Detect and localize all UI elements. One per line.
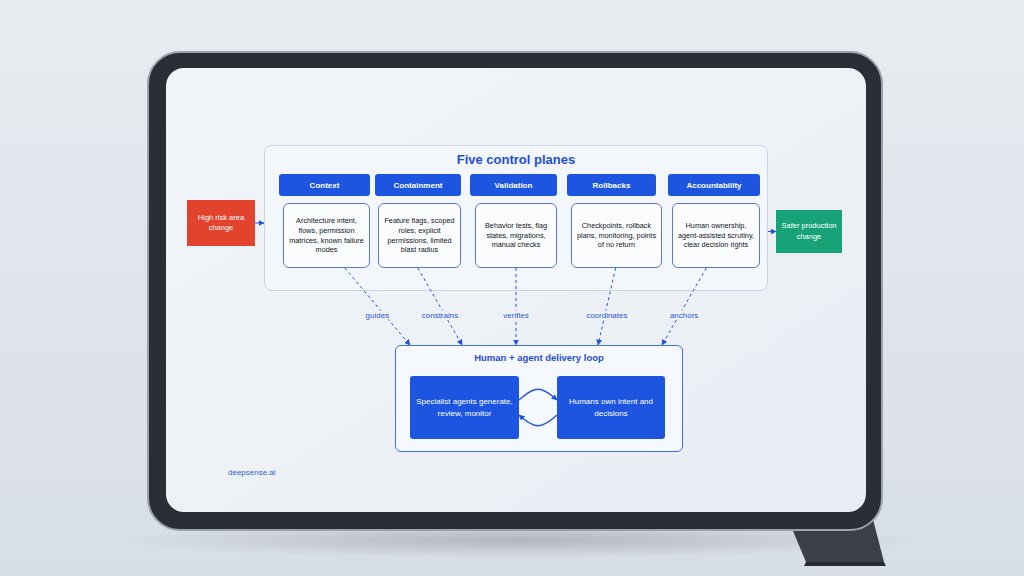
output-box: Safer production change — [776, 210, 842, 253]
detail-box: Behavior tests, flag states, migrations,… — [475, 203, 557, 268]
node-text: Architecture intent, flows, permission m… — [287, 216, 366, 255]
group-panel: Five control planesContextArchitecture i… — [264, 145, 768, 291]
tablet-body — [148, 52, 882, 530]
loop-container: Human + agent delivery loopSpecialist ag… — [395, 345, 683, 452]
header-box: Rollbacks — [567, 174, 656, 196]
node-text: Humans own intent and decisions — [560, 396, 662, 418]
tablet-screen — [166, 68, 866, 512]
actor-box: Humans own intent and decisions — [557, 376, 665, 439]
flow-arrow — [519, 389, 557, 400]
node-text: Validation — [495, 181, 533, 190]
header-box: Context — [279, 174, 370, 196]
node-text: Rollbacks — [593, 181, 631, 190]
dashed-arrow — [345, 268, 410, 345]
node-text: Accountability — [686, 181, 741, 190]
node-text: High risk area change — [190, 213, 252, 233]
flow-arrow — [768, 231, 776, 232]
brand-label: deepsense.ai — [228, 468, 276, 477]
detail-box: Checkpoints, rollback plans, monitoring,… — [571, 203, 662, 268]
detail-box: Human ownership, agent-assisted scrutiny… — [672, 203, 760, 268]
node-text: Five control planes — [265, 152, 767, 167]
node-text: Specialist agents generate, review, moni… — [413, 396, 516, 418]
edge-label: verifies — [501, 310, 530, 319]
stand-base — [804, 562, 886, 566]
detail-box: Feature flags, scoped roles, explicit pe… — [378, 203, 461, 268]
dashed-arrow — [598, 268, 616, 345]
edge-label: anchors — [668, 310, 700, 319]
node-text: Containment — [394, 181, 443, 190]
header-box: Containment — [375, 174, 461, 196]
node-text: Checkpoints, rollback plans, monitoring,… — [575, 221, 658, 251]
node-text: Human ownership, agent-assisted scrutiny… — [676, 221, 756, 251]
edge-label: guides — [364, 310, 392, 319]
flow-arrow — [519, 415, 557, 426]
node-text: Human + agent delivery loop — [396, 352, 682, 363]
node-text: Context — [310, 181, 340, 190]
edge-label: coordinates — [584, 310, 629, 319]
header-box: Accountability — [668, 174, 760, 196]
input-box: High risk area change — [187, 200, 255, 246]
node-text: Feature flags, scoped roles, explicit pe… — [382, 216, 457, 255]
flow-arrow — [255, 222, 264, 223]
edge-label: constrains — [420, 310, 460, 319]
header-box: Validation — [470, 174, 557, 196]
dashed-arrow — [515, 268, 516, 345]
node-text: Behavior tests, flag states, migrations,… — [479, 221, 553, 251]
node-text: Safer production change — [779, 221, 839, 241]
dashed-arrow — [418, 268, 462, 345]
actor-box: Specialist agents generate, review, moni… — [410, 376, 519, 439]
dashed-arrow — [662, 268, 706, 345]
detail-box: Architecture intent, flows, permission m… — [283, 203, 370, 268]
